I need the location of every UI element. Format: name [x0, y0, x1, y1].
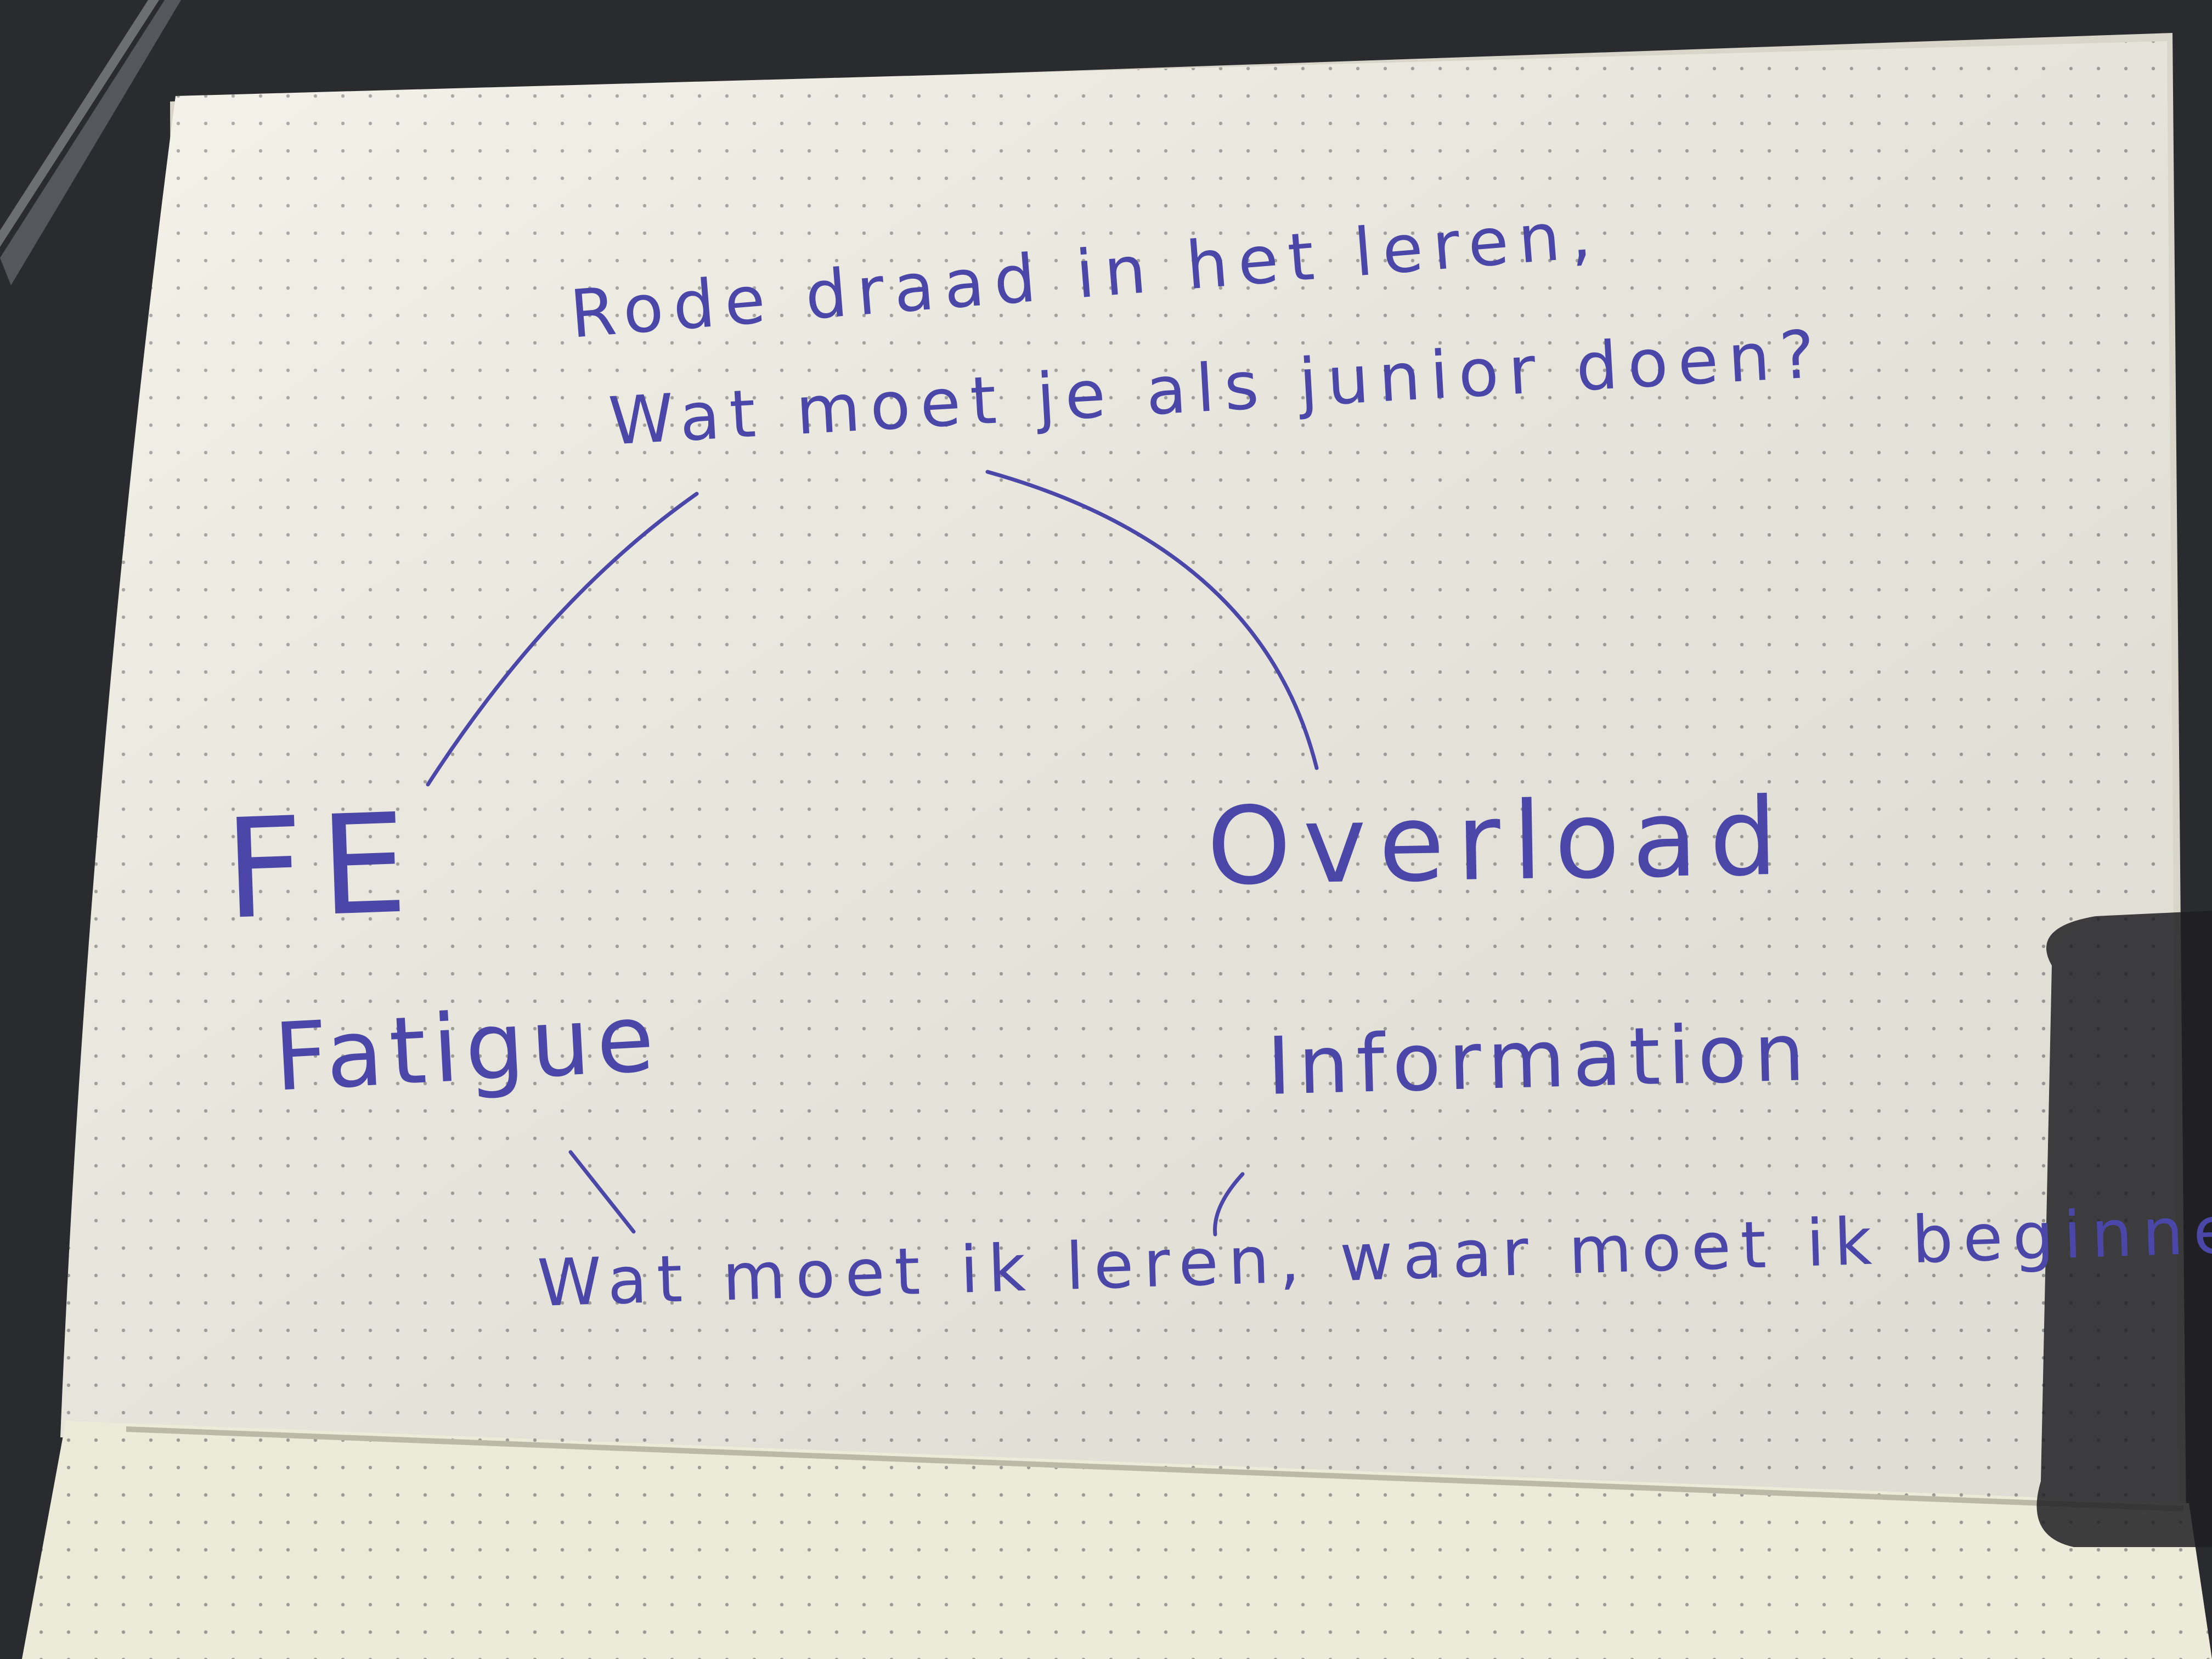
lower-page	[22, 1421, 2212, 1659]
note-fe: FE	[222, 783, 426, 950]
line-fatigue-down	[568, 1150, 636, 1234]
hand-shadow	[2036, 911, 2212, 1547]
notebook-page	[60, 41, 2178, 1514]
note-information: Information	[1266, 1006, 1814, 1113]
line-information-down	[1213, 1172, 1245, 1237]
note-fatigue: Fatigue	[271, 984, 663, 1113]
line-to-fe	[426, 492, 699, 787]
note-overload: Overload	[1206, 774, 1791, 909]
pen	[0, 0, 181, 285]
line-to-overload	[985, 470, 1319, 770]
connector-lines	[426, 470, 1319, 1237]
